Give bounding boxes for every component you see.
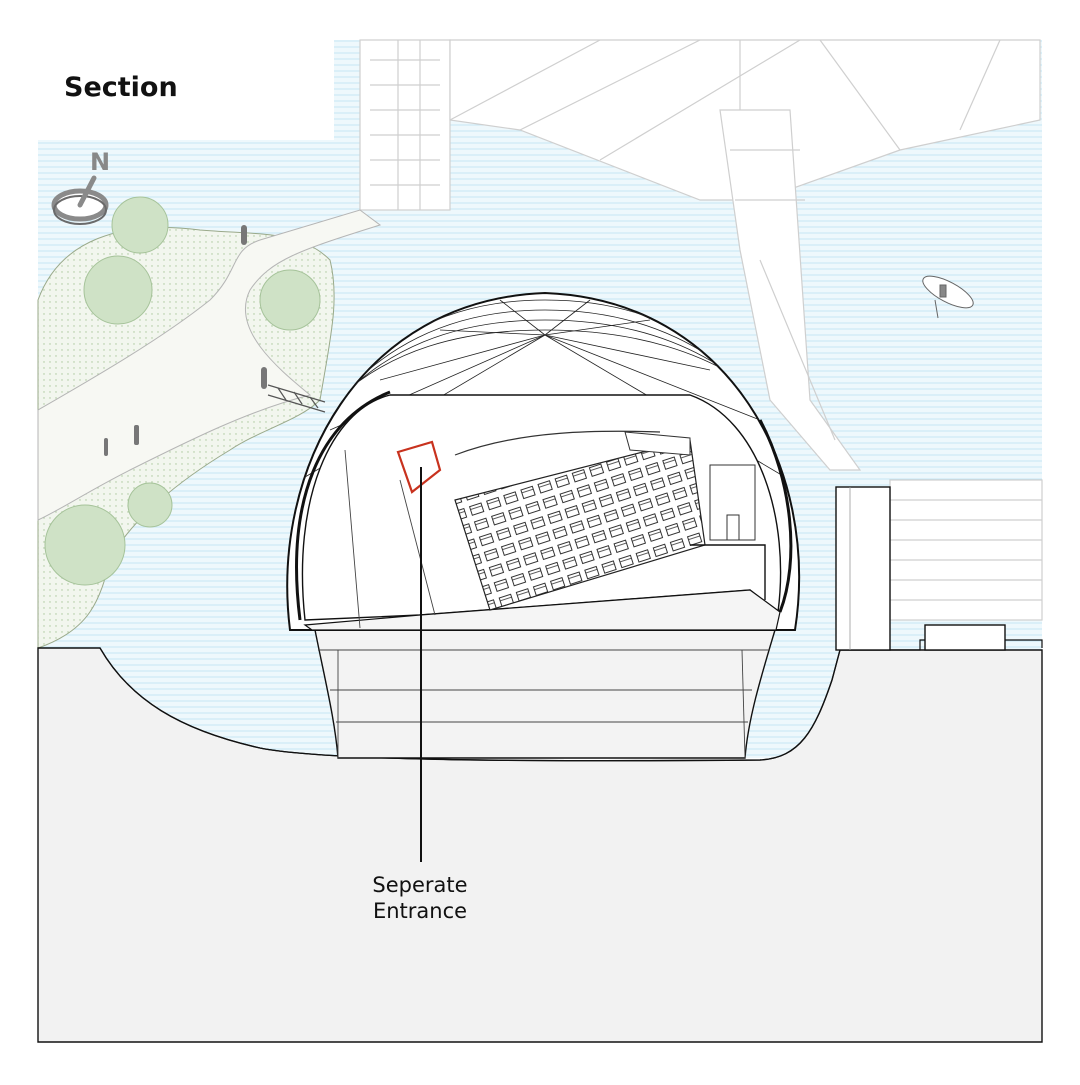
dome-foundation bbox=[314, 629, 776, 759]
entrance-callout: Seperate Entrance bbox=[320, 872, 520, 924]
seating bbox=[454, 430, 766, 611]
compass-north-label: N bbox=[90, 148, 111, 176]
right-tower bbox=[835, 486, 1006, 651]
white-corner bbox=[38, 40, 334, 140]
background-structures bbox=[359, 39, 1043, 621]
north-compass-icon bbox=[51, 175, 109, 225]
footbridge bbox=[267, 384, 326, 413]
separate-entrance-highlight bbox=[396, 440, 442, 494]
water-bay bbox=[99, 639, 1043, 762]
boat bbox=[922, 275, 974, 319]
page-title: Section bbox=[64, 72, 178, 103]
trees bbox=[44, 196, 321, 586]
park-path bbox=[37, 209, 382, 521]
callout-line-1: Seperate bbox=[372, 873, 468, 897]
callout-line-2: Entrance bbox=[372, 899, 468, 923]
